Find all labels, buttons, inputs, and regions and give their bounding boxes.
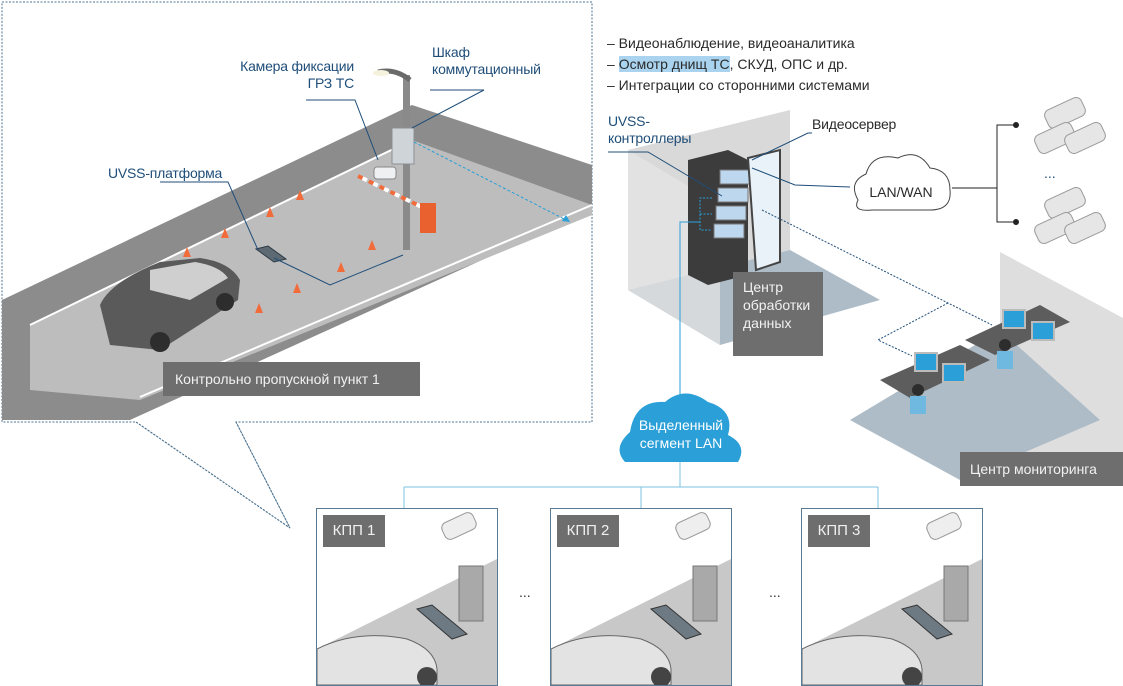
leader-lines-datacenter: [608, 132, 851, 197]
checkpoint-label-2: КПП 2: [557, 515, 619, 547]
wan-node-top: [1013, 122, 1019, 128]
leader-lines-checkpoint: [160, 89, 485, 286]
checkpoint-equipment: [357, 68, 436, 250]
checkpoint-ellipsis-1: ...: [519, 584, 531, 600]
lan-uplink-line: [679, 221, 700, 395]
lan-wan-cloud-icon: [853, 154, 951, 211]
controllers-label-line2: контроллеры: [608, 130, 692, 146]
cabinet-label-line1: Шкаф: [432, 44, 470, 60]
checkpoint-caption: Контрольно пропускной пункт 1: [163, 362, 420, 396]
uvss-platform-icon: [254, 245, 288, 263]
camera-cluster-bottom-icon: [1034, 186, 1106, 245]
lan-segment-label: Выделенный сегмент LAN: [628, 416, 734, 452]
checkpoint-panel-3[interactable]: КПП 3: [801, 508, 983, 686]
server-rack-icon: [688, 148, 781, 285]
monitoring-link: [761, 209, 993, 326]
car-illustration: [100, 258, 240, 352]
highlighted-text: Осмотр днищ ТС: [618, 56, 730, 72]
feature-item-integration: – Интеграции со сторонними системами: [607, 77, 870, 93]
uvss-platform-label: UVSS-платформа: [108, 165, 223, 181]
lan-segment-links: [403, 462, 879, 508]
checkpoint-scene-2: [551, 512, 731, 685]
feature-item-video: – Видеонаблюдение, видеоаналитика: [607, 35, 855, 51]
dc-caption-line3: данных: [743, 315, 792, 331]
camera-ellipsis: ...: [1044, 165, 1056, 181]
cabinet-label-line2: коммутационный: [432, 61, 541, 77]
operator-desk-1: [880, 345, 990, 414]
checkpoint-ellipsis-2: ...: [769, 584, 781, 600]
checkpoint-label-3: КПП 3: [808, 515, 870, 547]
camera-cluster-top-icon: [1034, 96, 1106, 155]
callout-frame: [1, 1, 593, 529]
lan-segment-cloud-icon: [619, 393, 742, 462]
feature-dash: –: [607, 56, 619, 72]
monitoring-link-branch: [876, 302, 949, 357]
checkpoint-scene-3: [802, 512, 982, 685]
checkpoint-label-1: КПП 1: [323, 515, 385, 547]
camera-label-line2: ГРЗ ТС: [307, 75, 355, 91]
uvss-controllers-label: UVSS- контроллеры: [608, 113, 691, 147]
monitoring-caption: Центр мониторинга: [960, 452, 1123, 486]
videoserver-label: Видеосервер: [812, 116, 897, 132]
wan-links: [952, 124, 1015, 223]
controller-bracket: [699, 197, 712, 231]
controllers-label-line1: UVSS-: [608, 113, 650, 129]
checkpoint-panel-1[interactable]: КПП 1: [316, 508, 498, 686]
callout-tail: [135, 421, 291, 529]
feature-list: – Видеонаблюдение, видеоаналитика – Осмо…: [607, 33, 870, 96]
lan-segment-line1: Выделенный: [638, 417, 724, 433]
dc-caption-line1: Центр: [743, 279, 784, 295]
data-center-caption: Центр обработки данных: [733, 272, 823, 356]
checkpoint-panel-2[interactable]: КПП 2: [550, 508, 732, 686]
camera-label: Камера фиксации ГРЗ ТС: [236, 58, 354, 92]
lan-segment-line2: сегмент LAN: [639, 435, 723, 451]
cabinet-label: Шкаф коммутационный: [432, 44, 541, 78]
lan-wan-label: LAN/WAN: [869, 184, 933, 200]
operator-desk-2: [965, 305, 1070, 369]
uplink-arrow: [413, 141, 571, 223]
feature-rest: , СКУД, ОПС и др.: [729, 56, 848, 72]
checkpoint-scene-1: [317, 512, 497, 685]
feature-item-inspection: – Осмотр днищ ТС, СКУД, ОПС и др.: [607, 54, 870, 75]
wan-node-bottom: [1013, 219, 1019, 225]
camera-label-line1: Камера фиксации: [240, 58, 354, 74]
uplink-arrowhead: [562, 215, 570, 222]
monitoring-room: [850, 252, 1123, 480]
dc-caption-line2: обработки: [743, 297, 811, 313]
traffic-cones: [183, 190, 376, 313]
